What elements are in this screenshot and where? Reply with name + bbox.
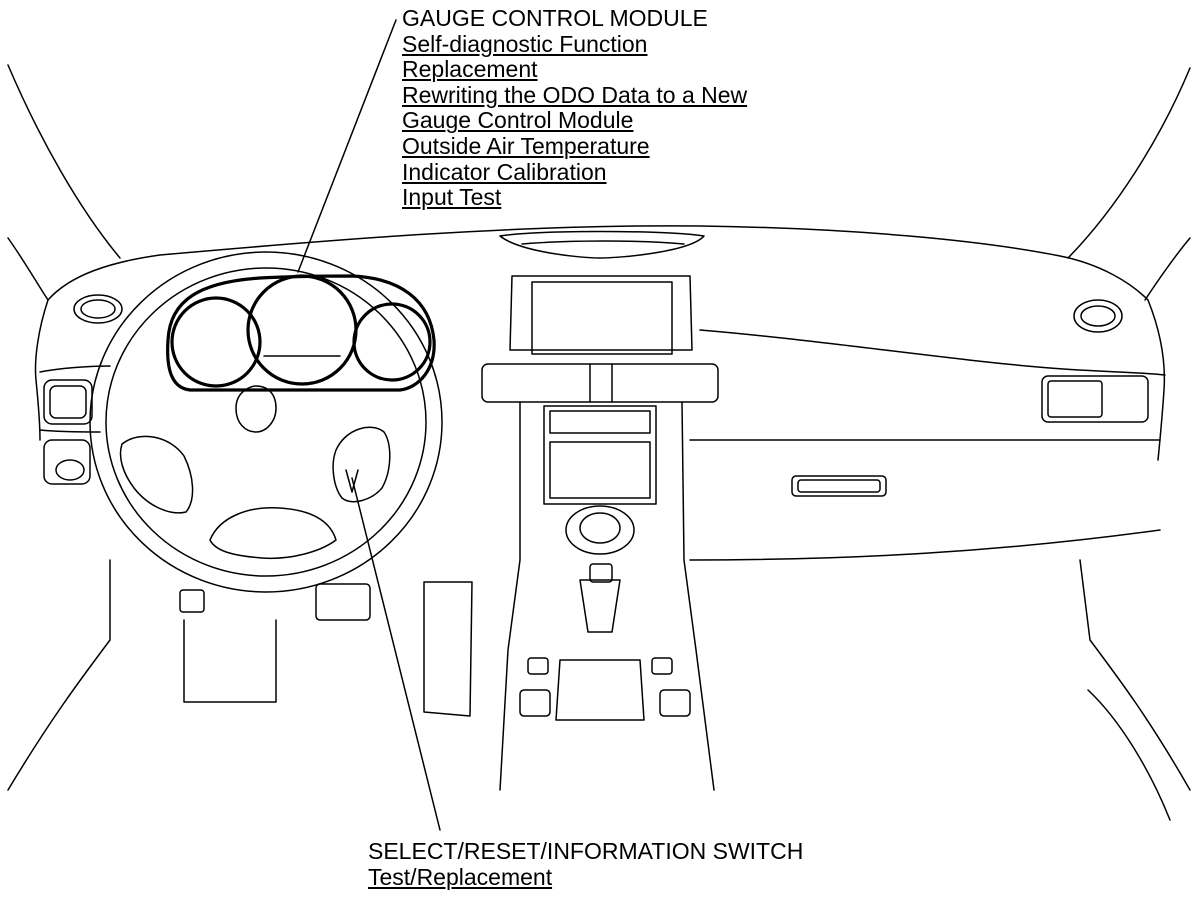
- left-lower-panel: [43, 439, 91, 485]
- steering-spoke-left: [119, 435, 194, 514]
- shift-lever: [579, 579, 621, 633]
- center-vent-bar: [481, 363, 719, 403]
- gauge-control-module-title: GAUGE CONTROL MODULE: [402, 5, 708, 31]
- left-vent: [43, 379, 93, 425]
- right-speaker-inner: [1080, 305, 1116, 327]
- select-reset-switch-title: SELECT/RESET/INFORMATION SWITCH: [368, 838, 804, 864]
- nav-display-screen: [531, 281, 673, 355]
- replacement-link[interactable]: Replacement: [402, 56, 538, 83]
- left-floor-line: [7, 559, 111, 791]
- steering-wheel-inner: [105, 267, 427, 577]
- dashboard-bottom-right: [689, 529, 1161, 561]
- dashboard-lower-line-left-2: [39, 429, 101, 433]
- left-speaker-inner: [80, 299, 116, 319]
- shift-gate: [555, 659, 645, 721]
- right-door-line: [1087, 689, 1171, 821]
- brake-pedal: [315, 583, 371, 621]
- left-speaker: [73, 294, 123, 324]
- shift-boot: [565, 505, 635, 555]
- left-a-pillar-inner: [7, 237, 49, 301]
- glove-box-handle: [791, 475, 887, 497]
- right-speaker: [1073, 299, 1123, 333]
- left-lower-knob: [55, 459, 85, 481]
- steering-spoke-right[interactable]: [332, 426, 391, 503]
- fuel-temp-gauge: [352, 302, 432, 382]
- shift-knob: [589, 563, 613, 583]
- test-replacement-link[interactable]: Test/Replacement: [368, 863, 553, 890]
- right-a-pillar-inner: [1144, 237, 1191, 301]
- switch-leader-arrow: [345, 469, 359, 493]
- center-console-outline: [499, 401, 521, 791]
- dashboard-right-edge: [1147, 299, 1166, 461]
- console-cubby-right: [659, 689, 691, 717]
- rewriting-odo-data-link[interactable]: Rewriting the ODO Data to a New: [402, 81, 748, 108]
- console-cubby-left: [519, 689, 551, 717]
- audio-display: [549, 410, 651, 434]
- center-top-vent-slat: [521, 240, 685, 245]
- climate-display: [549, 441, 651, 499]
- dashboard-lower-line-left: [39, 365, 111, 373]
- steering-wheel-outer: [89, 251, 443, 593]
- steering-spoke-bottom: [209, 507, 337, 560]
- center-console-outline-right: [681, 401, 715, 791]
- dashboard-mid-line-right: [699, 329, 1166, 376]
- console-button-right: [651, 657, 673, 675]
- accelerator-pedal: [423, 581, 473, 717]
- select-reset-switch-callout: SELECT/RESET/INFORMATION SWITCH Test/Rep…: [368, 838, 804, 890]
- left-a-pillar: [7, 64, 121, 259]
- outside-air-temperature-link[interactable]: Outside Air Temperature: [402, 132, 650, 159]
- steering-hub: [235, 385, 277, 433]
- dashboard-left-edge: [34, 299, 49, 441]
- gcm-leader-line: [297, 19, 397, 273]
- indicator-calibration-link[interactable]: Indicator Calibration: [402, 158, 607, 185]
- gauge-cluster-hood[interactable]: [166, 274, 436, 392]
- audio-panel: [543, 405, 657, 505]
- self-diagnostic-function-link[interactable]: Self-diagnostic Function: [402, 30, 648, 57]
- input-test-link[interactable]: Input Test: [402, 184, 502, 211]
- shift-knob-top: [579, 512, 621, 544]
- right-vent-inner: [1047, 380, 1103, 418]
- center-top-vent: [499, 230, 705, 259]
- right-floor-line: [1079, 559, 1191, 791]
- right-a-pillar: [1067, 67, 1191, 259]
- glove-box-handle-inner: [797, 479, 881, 493]
- footwell-left: [183, 619, 277, 703]
- gauge-control-module-callout: GAUGE CONTROL MODULE Self-diagnostic Fun…: [402, 5, 748, 211]
- parking-pedal: [179, 589, 205, 613]
- left-vent-inner: [49, 385, 87, 419]
- tachometer-gauge: [170, 296, 262, 388]
- speedometer-gauge: [246, 274, 358, 386]
- right-vent: [1041, 375, 1149, 423]
- console-button-left: [527, 657, 549, 675]
- nav-display-housing: [509, 275, 693, 351]
- rewriting-odo-data-link-continued[interactable]: Gauge Control Module: [402, 107, 634, 134]
- switch-leader-line: [351, 477, 441, 831]
- dashboard-top-outline: [47, 225, 1149, 301]
